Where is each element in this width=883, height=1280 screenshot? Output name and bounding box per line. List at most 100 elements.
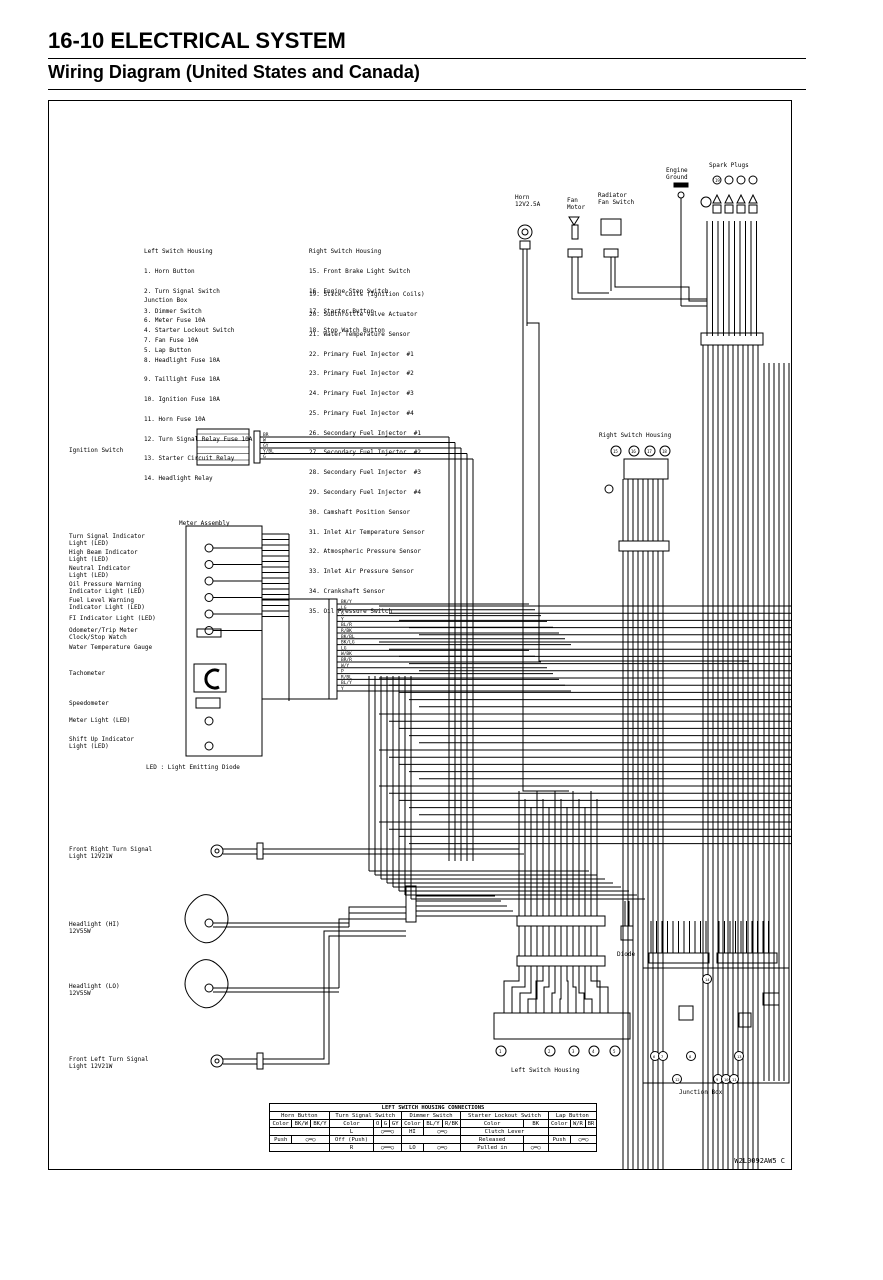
- starter-relay-icon: [678, 1005, 694, 1021]
- wire-color-code: BK/Y: [341, 599, 352, 605]
- meter-assembly-box: [185, 525, 263, 757]
- legend-junction-box: Junction Box 6. Meter Fuse 10A 7. Fan Fu…: [144, 285, 252, 496]
- led-note-label: LED : Light Emitting Diode: [146, 764, 240, 771]
- meter-item-fi-indicator: FI Indicator Light (LED): [69, 615, 156, 622]
- left-switch-wire: [535, 966, 544, 1013]
- tachometer-icon: [193, 663, 227, 693]
- left-switch-ref-circle-icon: [568, 1045, 580, 1057]
- wire-color-code: W: [263, 438, 266, 444]
- stick-coil-icon: [736, 193, 746, 204]
- rule-top: [48, 58, 806, 59]
- fan-motor-label: Fan Motor: [567, 197, 586, 211]
- col-header: BL/Y: [423, 1119, 443, 1128]
- col-header: W/R: [569, 1119, 586, 1128]
- legend-item: 35. Oil Pressure Switch: [309, 607, 393, 615]
- indicator-lamp-icon: [204, 576, 214, 586]
- left-switch-wire: [578, 966, 585, 1013]
- meter-item-meter-light: Meter Light (LED): [69, 717, 131, 724]
- left-switch-wire: [596, 966, 609, 1013]
- rule-bottom: [48, 89, 806, 90]
- legend-item: 12. Turn Signal Relay Fuse 10A: [144, 435, 253, 443]
- dimmer-row-hi-link: ○━○: [423, 1127, 462, 1136]
- legend-item: 11. Horn Fuse 10A: [144, 415, 206, 423]
- legend-item: 16. Engine Stop Switch: [309, 287, 389, 295]
- row-label: Push: [268, 1135, 293, 1144]
- ignition-switch-label: Ignition Switch: [69, 447, 124, 454]
- legend-item: 22. Primary Fuel Injector #1: [309, 350, 414, 358]
- headlight-hi-icon: [184, 894, 229, 944]
- legend-item: 5. Lap Button: [144, 347, 191, 355]
- left-switch-wire: [584, 966, 593, 1013]
- legend-item: 18. Stop Watch Button: [309, 327, 385, 335]
- diode-icon: [620, 925, 634, 941]
- dimmer-row-lo-link: ○━○: [423, 1143, 462, 1152]
- legend-item: 14. Headlight Relay: [144, 475, 213, 483]
- horn-row-empty: [269, 1127, 330, 1136]
- row-label: R: [328, 1143, 375, 1152]
- legend-heading: Right Switch Housing: [309, 248, 382, 256]
- col-header: Color: [268, 1119, 293, 1128]
- legend-item: 24. Primary Fuel Injector #3: [309, 390, 414, 398]
- legend-right-switch-housing: Right Switch Housing 15. Front Brake Lig…: [309, 236, 410, 348]
- meter-item-water-temp: Water Temperature Gauge: [69, 644, 153, 651]
- fan-motor-body-icon: [571, 224, 579, 240]
- legend-item: 2. Turn Signal Switch: [144, 287, 220, 295]
- junction-ref-number: 10: [724, 1077, 729, 1082]
- wire-color-code: Y: [341, 616, 344, 622]
- junction-ref-number: 6: [653, 1054, 656, 1059]
- right-switch-housing-box: [623, 458, 669, 480]
- right-switch-ref-circle-icon: [628, 445, 640, 457]
- indicator-lamp-icon: [204, 543, 214, 553]
- col-header: BK/W: [291, 1119, 312, 1128]
- radiator-switch-connector: [603, 248, 619, 258]
- wire-color-code: GY: [263, 443, 269, 449]
- right-switch-ref-circle-icon: [610, 445, 622, 457]
- headlight-lo-bulb-icon: [204, 983, 214, 993]
- turn-wire: [263, 935, 406, 1065]
- junction-ref-circle-icon: [672, 1074, 682, 1084]
- left-switch-wire: [511, 966, 526, 1013]
- legend-item: 25. Primary Fuel Injector #4: [309, 409, 414, 417]
- meter-item-high-beam: High Beam Indicator Light (LED): [69, 549, 138, 563]
- junction-ref-number: 8: [689, 1054, 692, 1059]
- left-switch-wire: [503, 966, 520, 1013]
- turn-row-r-link: ○━━○: [373, 1143, 402, 1152]
- legend-item: 30. Camshaft Position Sensor: [309, 508, 411, 516]
- meter-item-neutral: Neutral Indicator Light (LED): [69, 565, 131, 579]
- left-switch-wire: [572, 966, 577, 1013]
- left-switch-housing-box: [493, 1012, 631, 1040]
- lockout-row-pulled: ○━○: [522, 1143, 549, 1152]
- lamp-filament-icon: [214, 1058, 220, 1064]
- meter-item-turn-signal: Turn Signal Indicator Light (LED): [69, 533, 145, 547]
- col-header: Color: [400, 1119, 425, 1128]
- col-header: BK: [522, 1119, 549, 1128]
- col-header: BK/Y: [310, 1119, 330, 1128]
- col-header: R/BK: [441, 1119, 462, 1128]
- page-title: 16-10 ELECTRICAL SYSTEM: [48, 28, 346, 53]
- front-right-turn-connector: [256, 842, 264, 860]
- horn-wire: [522, 326, 569, 792]
- legend-item: 15. Front Brake Light Switch: [309, 267, 411, 275]
- meter-item-oil-pressure: Oil Pressure Warning Indicator Light (LE…: [69, 581, 145, 595]
- right-switch-ref-number: 15: [613, 449, 618, 454]
- wire-color-code: BK/LG: [341, 640, 355, 646]
- left-switch-wire: [527, 966, 538, 1013]
- lap-row-empty-2: [547, 1143, 598, 1152]
- row-label: Push: [547, 1135, 571, 1144]
- indicator-lamp-icon: [204, 593, 214, 602]
- left-switch-connector-a: [516, 915, 606, 927]
- spark-plugs-label: Spark Plugs: [709, 162, 749, 169]
- legend-item: 20. Subthrottle Valve Actuator: [309, 310, 418, 318]
- meter-item-odometer: Odometer/Trip Meter Clock/Stop Watch: [69, 627, 138, 641]
- horn-wire: [526, 322, 749, 662]
- turn-wire: [263, 930, 406, 1060]
- group-starter-lockout: Starter Lockout Switch: [460, 1111, 549, 1120]
- spark-plug-circle-icon: [736, 175, 746, 185]
- col-header: Color: [460, 1119, 524, 1128]
- wire-color-code: W/BK: [341, 651, 352, 657]
- row-label: Released: [460, 1135, 524, 1144]
- right-switch-ref-number: 16: [631, 449, 636, 454]
- lamp-filament-icon: [214, 848, 220, 854]
- headlight-lo-icon: [184, 959, 229, 1009]
- legend-item: 26. Secondary Fuel Injector #1: [309, 429, 421, 437]
